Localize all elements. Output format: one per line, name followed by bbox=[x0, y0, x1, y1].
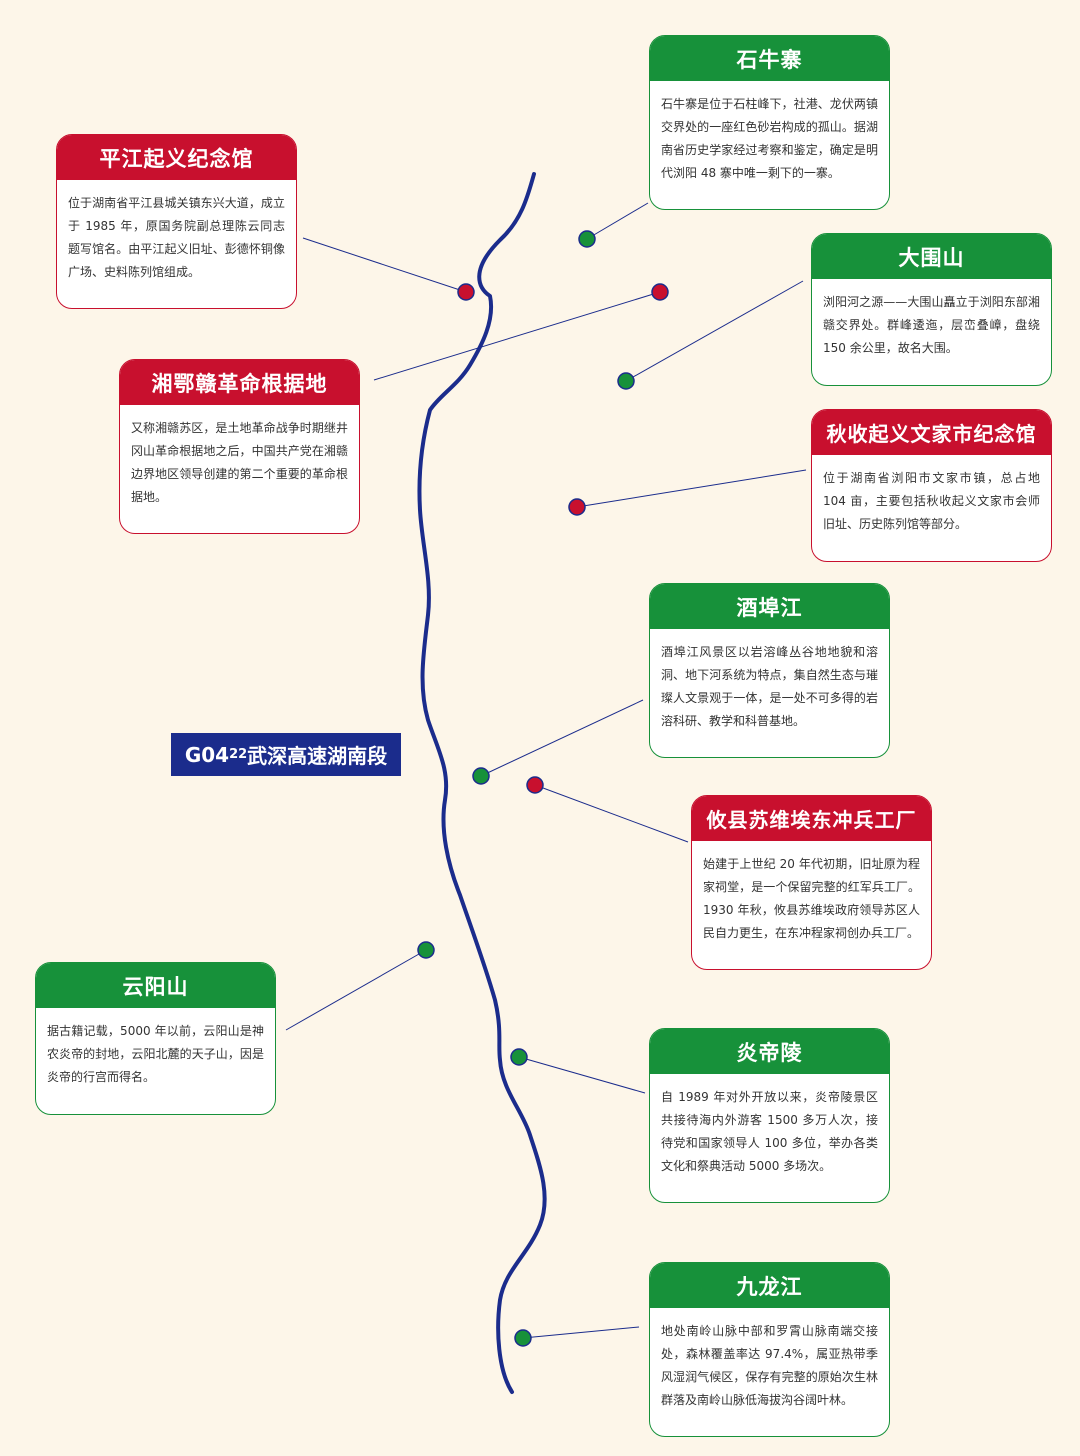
card-description: 又称湘赣苏区，是土地革命战争时期继井冈山革命根据地之后，中国共产党在湘赣边界地区… bbox=[131, 421, 348, 504]
site-markers bbox=[417, 230, 669, 1347]
card-title: 秋收起义文家市纪念馆 bbox=[812, 410, 1051, 455]
marker-shiniuzhai bbox=[578, 230, 596, 248]
card-description: 位于湖南省浏阳市文家市镇，总占地 104 亩，主要包括秋收起义文家市会师旧址、历… bbox=[823, 471, 1040, 531]
connector-line bbox=[518, 1056, 646, 1094]
card-description: 酒埠江风景区以岩溶峰丛谷地地貌和溶洞、地下河系统为特点，集自然生态与璀璨人文景观… bbox=[661, 645, 878, 728]
card-description: 始建于上世纪 20 年代初期，旧址原为程家祠堂，是一个保留完整的红军兵工厂。19… bbox=[703, 857, 920, 940]
card-xiangegan[interactable]: 湘鄂赣革命根据地 又称湘赣苏区，是土地革命战争时期继井冈山革命根据地之后，中国共… bbox=[119, 359, 360, 534]
route-title-suffix: 武深高速湖南段 bbox=[247, 744, 388, 768]
card-description: 地处南岭山脉中部和罗霄山脉南端交接处，森林覆盖率达 97.4%，属亚热带季风湿润… bbox=[661, 1324, 878, 1407]
card-title: 九龙江 bbox=[650, 1263, 889, 1308]
route-title-sub: 22 bbox=[229, 747, 248, 762]
marker-youxian bbox=[526, 776, 544, 794]
card-description: 自 1989 年对外开放以来，炎帝陵景区共接待海内外游客 1500 多万人次，接… bbox=[661, 1090, 878, 1173]
marker-daweishan bbox=[617, 372, 635, 390]
card-title: 酒埠江 bbox=[650, 584, 889, 629]
marker-yandiling bbox=[510, 1048, 528, 1066]
connector-line bbox=[576, 469, 807, 508]
card-jiulongjiang[interactable]: 九龙江 地处南岭山脉中部和罗霄山脉南端交接处，森林覆盖率达 97.4%，属亚热带… bbox=[649, 1262, 890, 1437]
connector-line bbox=[302, 237, 467, 293]
card-title: 湘鄂赣革命根据地 bbox=[120, 360, 359, 405]
card-pingjiang[interactable]: 平江起义纪念馆 位于湖南省平江县城关镇东兴大道，成立于 1985 年，原国务院副… bbox=[56, 134, 297, 309]
marker-wenjiashi bbox=[568, 498, 586, 516]
card-description: 浏阳河之源——大围山矗立于浏阳东部湘赣交界处。群峰逶迤，层峦叠嶂，盘绕 150 … bbox=[823, 295, 1040, 355]
card-yunyangshan[interactable]: 云阳山 据古籍记载，5000 年以前，云阳山是神农炎帝的封地，云阳北麓的天子山，… bbox=[35, 962, 276, 1115]
marker-yunyangshan bbox=[417, 941, 435, 959]
card-title: 石牛寨 bbox=[650, 36, 889, 81]
card-description: 石牛寨是位于石柱峰下，社港、龙伏两镇交界处的一座红色砂岩构成的孤山。据湖南省历史… bbox=[661, 97, 878, 180]
connector-line bbox=[480, 699, 644, 777]
card-title: 大围山 bbox=[812, 234, 1051, 279]
marker-xiangegan bbox=[651, 283, 669, 301]
connector-lines bbox=[285, 202, 807, 1339]
card-title: 平江起义纪念馆 bbox=[57, 135, 296, 180]
card-youxian[interactable]: 攸县苏维埃东冲兵工厂 始建于上世纪 20 年代初期，旧址原为程家祠堂，是一个保留… bbox=[691, 795, 932, 970]
card-title: 炎帝陵 bbox=[650, 1029, 889, 1074]
card-title: 云阳山 bbox=[36, 963, 275, 1008]
route-title-prefix: G04 bbox=[184, 742, 230, 767]
connector-line bbox=[534, 784, 689, 843]
card-wenjiashi[interactable]: 秋收起义文家市纪念馆 位于湖南省浏阳市文家市镇，总占地 104 亩，主要包括秋收… bbox=[811, 409, 1052, 562]
card-daweishan[interactable]: 大围山 浏阳河之源——大围山矗立于浏阳东部湘赣交界处。群峰逶迤，层峦叠嶂，盘绕 … bbox=[811, 233, 1052, 386]
connector-line bbox=[373, 291, 661, 381]
marker-jiulongjiang bbox=[514, 1329, 532, 1347]
marker-pingjiang bbox=[457, 283, 475, 301]
connector-line bbox=[285, 949, 427, 1031]
card-description: 位于湖南省平江县城关镇东兴大道，成立于 1985 年，原国务院副总理陈云同志题写… bbox=[68, 196, 285, 279]
card-description: 据古籍记载，5000 年以前，云阳山是神农炎帝的封地，云阳北麓的天子山，因是炎帝… bbox=[47, 1024, 264, 1084]
card-title: 攸县苏维埃东冲兵工厂 bbox=[692, 796, 931, 841]
card-yandiling[interactable]: 炎帝陵 自 1989 年对外开放以来，炎帝陵景区共接待海内外游客 1500 多万… bbox=[649, 1028, 890, 1203]
connector-line bbox=[586, 202, 649, 240]
card-shiniuzhai[interactable]: 石牛寨 石牛寨是位于石柱峰下，社港、龙伏两镇交界处的一座红色砂岩构成的孤山。据湖… bbox=[649, 35, 890, 210]
card-jiufujiang[interactable]: 酒埠江 酒埠江风景区以岩溶峰丛谷地地貌和溶洞、地下河系统为特点，集自然生态与璀璨… bbox=[649, 583, 890, 758]
connector-line bbox=[522, 1326, 640, 1339]
marker-jiufujiang bbox=[472, 767, 490, 785]
connector-line bbox=[625, 280, 804, 382]
